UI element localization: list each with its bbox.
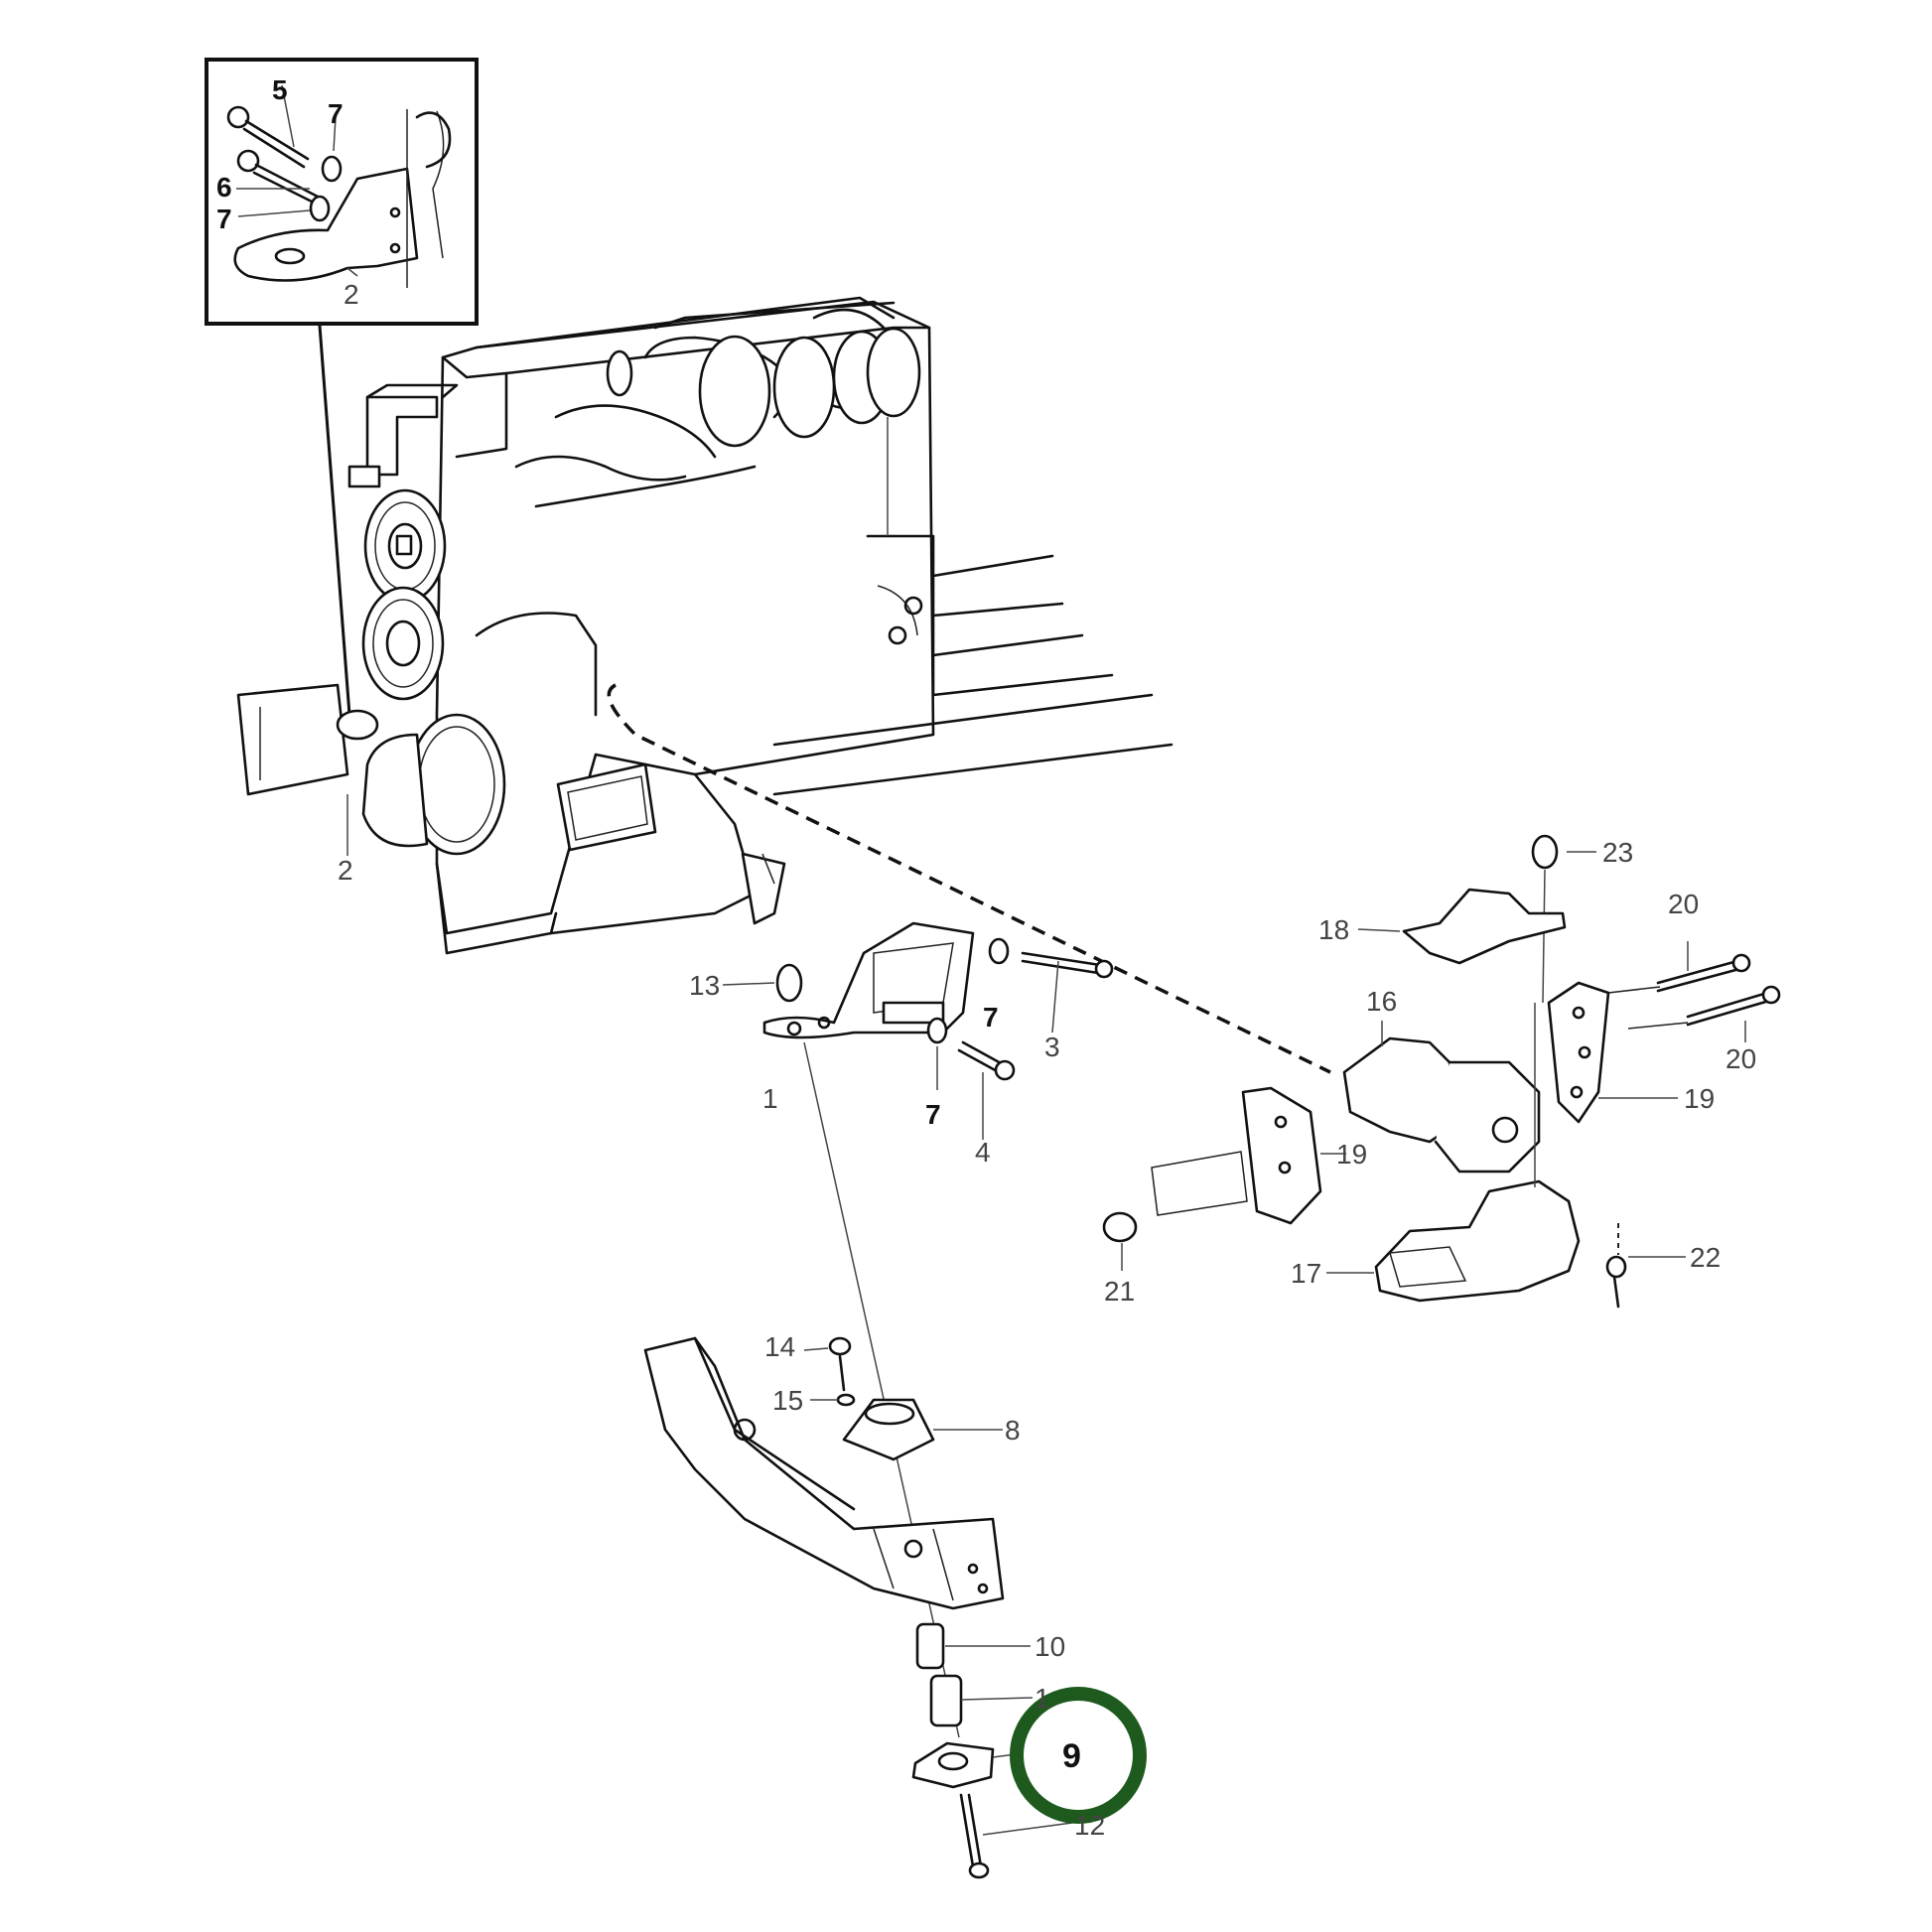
nut-13 bbox=[722, 963, 803, 1003]
callout-19: 19 bbox=[1684, 1083, 1715, 1114]
callout-7: 7 bbox=[328, 98, 344, 129]
inset-detail-box bbox=[205, 58, 479, 716]
callout-13: 13 bbox=[689, 970, 720, 1001]
callout-2: 2 bbox=[338, 855, 353, 886]
highlight-label: 9 bbox=[1062, 1737, 1081, 1775]
callout-21: 21 bbox=[1104, 1276, 1135, 1307]
callout-20: 20 bbox=[1725, 1043, 1756, 1074]
crossmember bbox=[643, 1336, 1073, 1879]
callout-22: 22 bbox=[1690, 1242, 1721, 1273]
bracket-2-inset bbox=[233, 167, 419, 282]
upper-pulley bbox=[363, 488, 447, 604]
callout-16: 16 bbox=[1366, 986, 1397, 1017]
callout-20: 20 bbox=[1668, 889, 1699, 919]
callout-7: 7 bbox=[983, 1002, 999, 1033]
callout-3: 3 bbox=[1044, 1032, 1060, 1062]
callout-7: 7 bbox=[216, 204, 232, 234]
bolt-5 bbox=[226, 105, 310, 169]
mount-plate-9 bbox=[911, 1741, 995, 1789]
callout-18: 18 bbox=[1318, 914, 1349, 945]
bolt-4 bbox=[926, 1017, 1016, 1140]
callout-6: 6 bbox=[216, 172, 232, 203]
callout-7: 7 bbox=[925, 1099, 941, 1130]
callout-labels: 5 7 6 7 2 2 13 1 7 3 7 4 23 18 20 16 20 … bbox=[216, 74, 1756, 1841]
rear-mount-assembly bbox=[1102, 834, 1781, 1309]
bolt-3 bbox=[988, 937, 1114, 1034]
bolt-6 bbox=[236, 149, 320, 205]
nut-7-upper bbox=[321, 155, 343, 183]
callout-5: 5 bbox=[272, 74, 288, 105]
callout-17: 17 bbox=[1291, 1258, 1321, 1289]
callout-15: 15 bbox=[772, 1385, 803, 1416]
callout-11: 1 bbox=[1035, 1683, 1050, 1714]
highlight-ring bbox=[1010, 1687, 1147, 1824]
callout-19: 19 bbox=[1336, 1139, 1367, 1170]
middle-pulley bbox=[361, 586, 445, 701]
nut-7-lower bbox=[309, 195, 331, 222]
callout-1: 1 bbox=[762, 1083, 778, 1114]
callout-14: 14 bbox=[764, 1331, 795, 1362]
callout-12: 12 bbox=[1074, 1810, 1105, 1841]
dashed-assembly-path bbox=[607, 683, 1331, 1074]
callout-8: 8 bbox=[1005, 1415, 1021, 1446]
callout-10: 10 bbox=[1035, 1631, 1065, 1662]
mount-bracket-1 bbox=[762, 921, 975, 1039]
callout-4: 4 bbox=[975, 1137, 991, 1168]
callout-23: 23 bbox=[1602, 837, 1633, 868]
callout-2: 2 bbox=[344, 279, 359, 310]
front-frame-rail bbox=[236, 683, 349, 796]
engine-block bbox=[236, 296, 1173, 955]
